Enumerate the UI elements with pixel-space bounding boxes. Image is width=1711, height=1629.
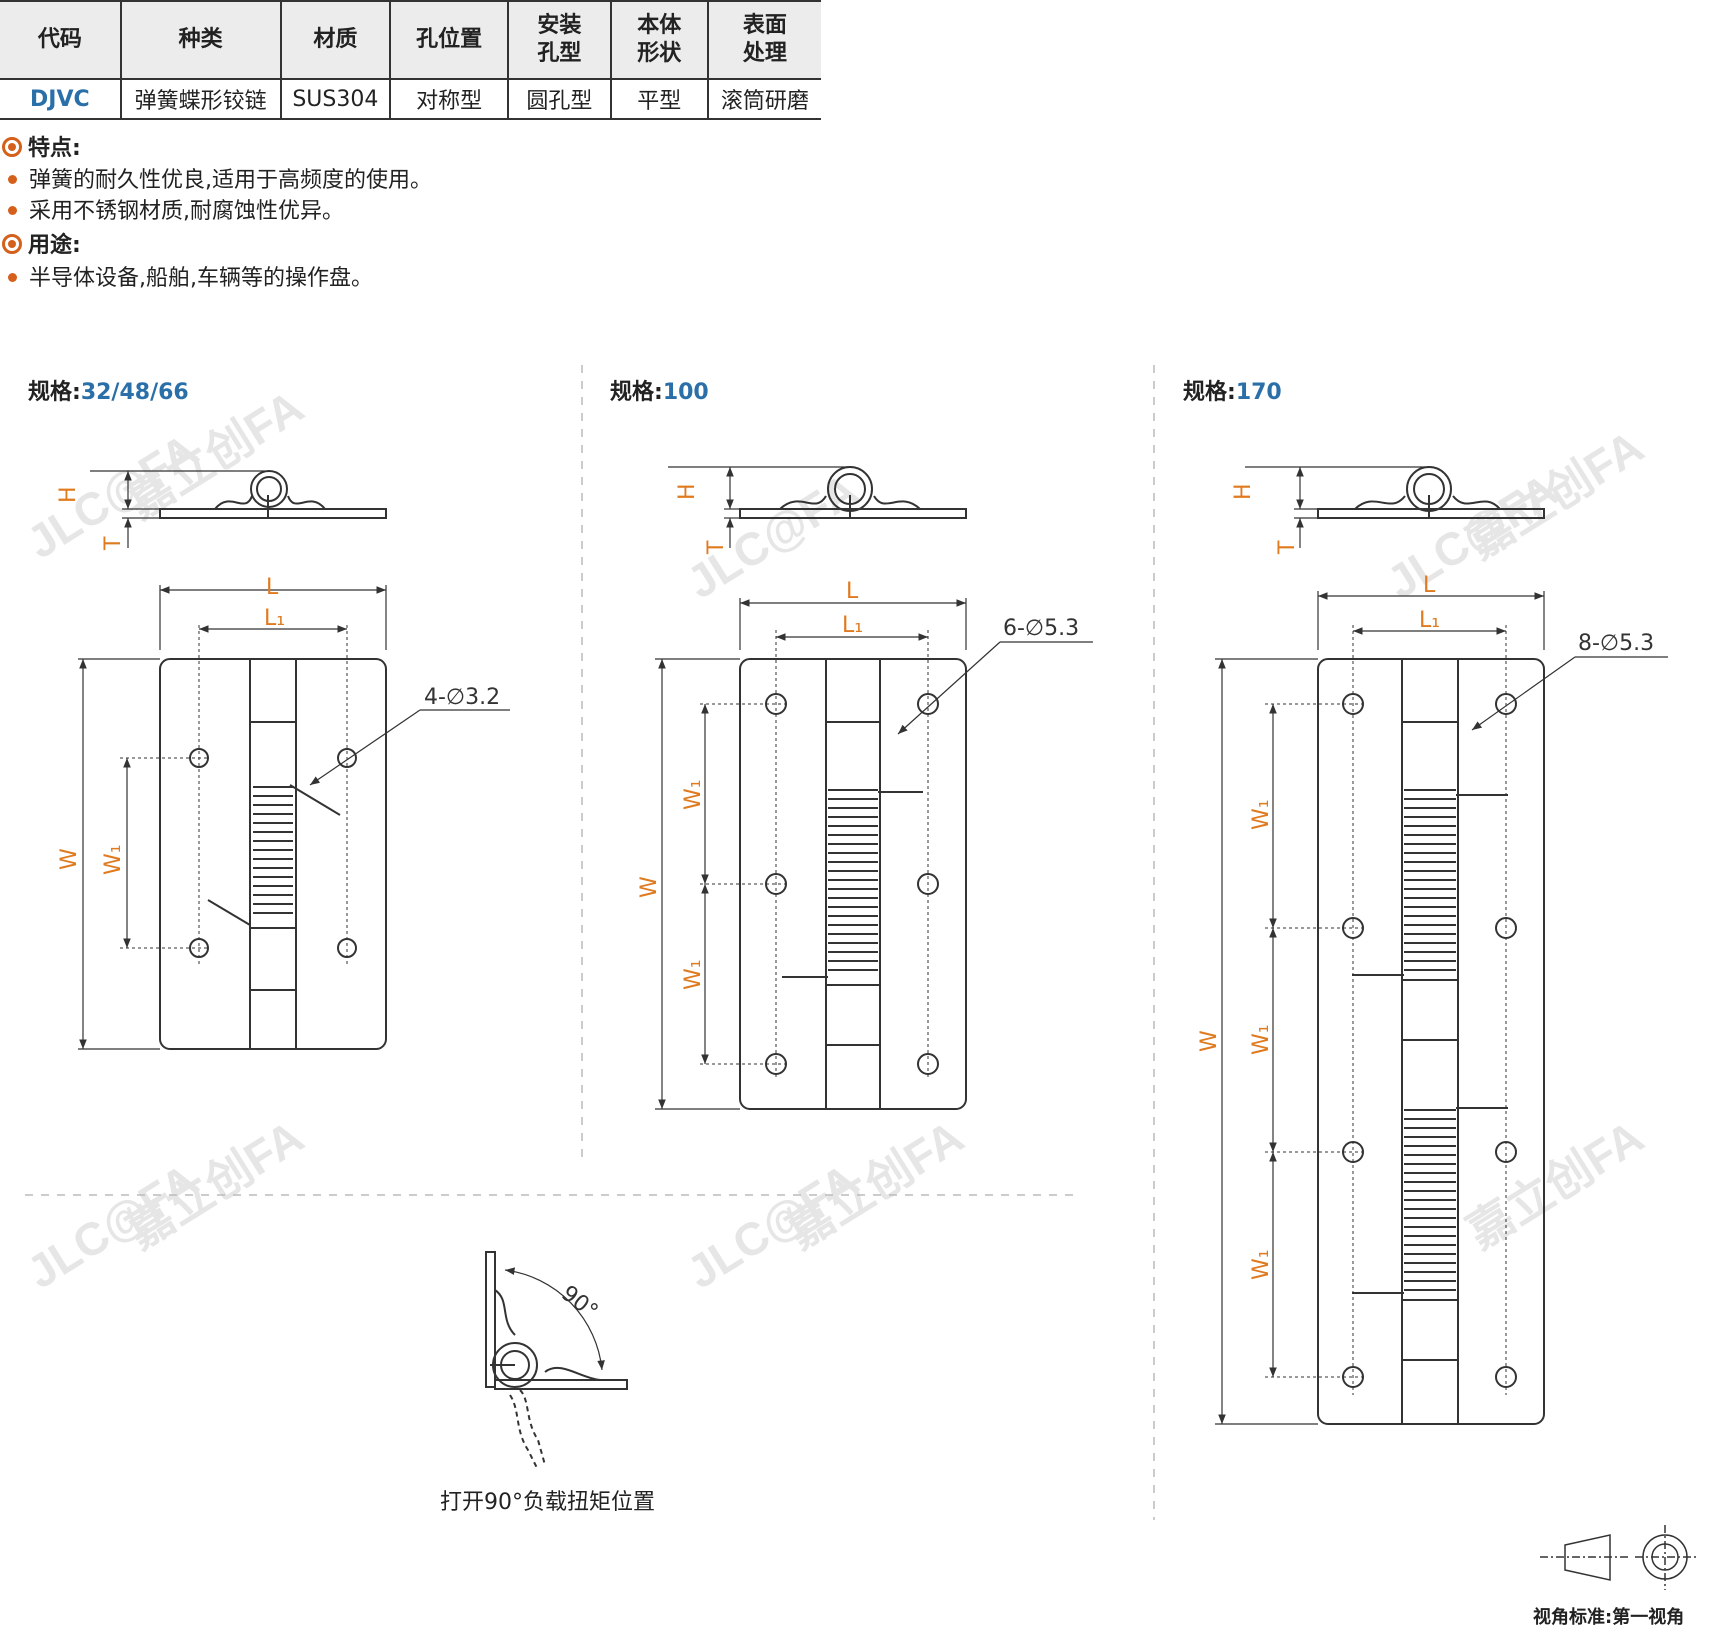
header-hole-position: 孔位置 [390, 0, 510, 80]
cell-hole-position: 对称型 [390, 79, 510, 120]
target-icon [2, 234, 22, 254]
dimension-lines-medium [655, 466, 1093, 1110]
usage-title-text: 用途: [28, 233, 81, 258]
hinge-open-90 [485, 1251, 628, 1471]
hinge-small [159, 470, 387, 1050]
angle-dimension [504, 1267, 605, 1371]
table-header-row: 代码 种类 材质 孔位置 安装 孔型 本体 形状 表面 处理 [0, 0, 821, 80]
hole-spec-label: 4-∅3.2 [424, 685, 500, 710]
bullet-icon [8, 206, 17, 215]
first-angle-projection-icon [1540, 1525, 1698, 1590]
spec-label-small: 规格:32/48/66 [28, 374, 189, 406]
header-hole-type: 安装 孔型 [508, 0, 612, 80]
dim-l1-label: L₁ [1419, 608, 1440, 633]
header-code: 代码 [0, 0, 122, 80]
list-item: 采用不锈钢材质,耐腐蚀性优异。 [8, 193, 344, 225]
spec-label-text: 规格: [1183, 380, 1236, 405]
spec-label-large: 规格:170 [1183, 374, 1282, 406]
dim-l-label: L [266, 575, 279, 600]
dim-w-label: W [57, 848, 82, 870]
dim-t-label: T [1275, 540, 1300, 555]
bullet-icon [8, 273, 17, 282]
spring-coil [253, 786, 293, 914]
features-title: 特点: [2, 130, 81, 162]
hole-spec-label: 8-∅5.3 [1578, 631, 1654, 656]
feature-text: 采用不锈钢材质,耐腐蚀性优异。 [29, 199, 344, 224]
dim-l-label: L [1423, 573, 1436, 598]
open-torque-caption: 打开90°负载扭矩位置 [440, 1490, 655, 1515]
cell-body-shape: 平型 [610, 79, 709, 120]
features-title-text: 特点: [28, 136, 81, 161]
cell-code: DJVC [0, 79, 122, 120]
list-item: 弹簧的耐久性优良,适用于高频度的使用。 [8, 162, 432, 194]
cell-material: SUS304 [280, 79, 392, 120]
dimension-labels-large: L L₁ W W₁ W₁ W₁ H T [1197, 483, 1440, 1280]
dim-h-label: H [675, 483, 700, 500]
feature-text: 弹簧的耐久性优良,适用于高频度的使用。 [29, 168, 432, 193]
spec-label-medium: 规格:100 [610, 374, 709, 406]
dim-w-label: W [637, 876, 662, 898]
center-lines [120, 625, 348, 965]
bullet-icon [8, 175, 17, 184]
header-body-shape: 本体 形状 [610, 0, 709, 80]
watermark-brand: 嘉立创FA [1458, 1110, 1652, 1258]
dim-w1-label: W₁ [1249, 799, 1274, 830]
watermark-logo: JLC@FA [678, 463, 867, 608]
dim-l-label: L [846, 579, 859, 604]
dim-w1-label: W₁ [1249, 1024, 1274, 1055]
spec-label-text: 规格: [610, 380, 663, 405]
center-lines [1265, 625, 1507, 1395]
spec-value: 100 [662, 380, 709, 405]
dimension-labels-medium: L L₁ W W₁ W₁ H T [637, 483, 863, 990]
dim-l1-label: L₁ [842, 613, 863, 638]
hinge-medium [739, 466, 967, 1110]
dim-w-label: W [1197, 1030, 1222, 1052]
hole-spec-label: 6-∅5.3 [1003, 616, 1079, 641]
dim-w1-label: W₁ [1249, 1249, 1274, 1280]
dim-w1-label: W₁ [681, 959, 706, 990]
cell-surface: 滚筒研磨 [707, 79, 821, 120]
header-material: 材质 [280, 0, 392, 80]
dim-t-label: T [704, 540, 729, 555]
cell-hole-type: 圆孔型 [508, 79, 612, 120]
spec-label-text: 规格: [28, 380, 81, 405]
dim-h-label: H [1231, 483, 1256, 500]
target-icon [2, 137, 22, 157]
center-lines [700, 630, 929, 1080]
list-item: 半导体设备,船舶,车辆等的操作盘。 [8, 260, 373, 292]
dimension-lines-large [1215, 466, 1668, 1425]
dimension-lines-small [78, 470, 510, 1050]
spec-value: 170 [1235, 380, 1282, 405]
view-standard-label: 视角标准:第一视角 [1533, 1607, 1685, 1628]
header-surface: 表面 处理 [707, 0, 821, 80]
section-dividers [25, 365, 1155, 1520]
spec-table: 代码 种类 材质 孔位置 安装 孔型 本体 形状 表面 处理 DJVC 弹簧蝶形… [0, 0, 821, 120]
spring-coil [1404, 789, 1456, 1291]
watermark-brand: 嘉立创FA [1458, 420, 1652, 568]
dim-w1-label: W₁ [101, 844, 126, 875]
usage-title: 用途: [2, 227, 81, 259]
usage-text: 半导体设备,船舶,车辆等的操作盘。 [29, 266, 373, 291]
table-row: DJVC 弹簧蝶形铰链 SUS304 对称型 圆孔型 平型 滚筒研磨 [0, 79, 821, 120]
spring-coil [828, 789, 878, 971]
dim-w1-label: W₁ [681, 779, 706, 810]
cell-type: 弹簧蝶形铰链 [120, 79, 282, 120]
spec-value: 32/48/66 [80, 380, 189, 405]
dim-t-label: T [101, 536, 126, 551]
angle-label: 90° [556, 1281, 602, 1325]
dimension-labels-small: L L₁ W W₁ H T [56, 486, 285, 875]
header-type: 种类 [120, 0, 282, 80]
dim-l1-label: L₁ [264, 606, 285, 631]
dim-h-label: H [56, 486, 81, 503]
